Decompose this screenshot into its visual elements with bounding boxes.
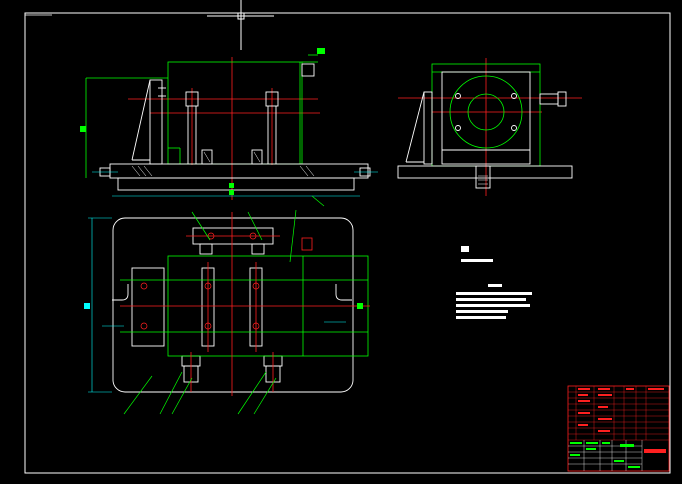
notes-heading-bar (488, 284, 502, 287)
notes-line (456, 292, 532, 295)
top-view-marker (84, 303, 90, 309)
leader-lines (123, 195, 325, 415)
front-view-marker (229, 190, 234, 195)
notes-line (456, 316, 506, 319)
notes-line (456, 298, 526, 301)
top-view-marker (357, 303, 363, 309)
title-block (567, 385, 670, 472)
notes-block (456, 246, 532, 319)
notes-line (456, 304, 530, 307)
title-block-label-bar (644, 449, 666, 453)
front-view-marker (80, 126, 86, 132)
sheet-border (24, 12, 671, 474)
front-view (80, 48, 378, 200)
notes-subtitle-bar (461, 259, 493, 262)
front-view-marker (317, 48, 325, 54)
notes-line (456, 310, 508, 313)
top-view (84, 195, 370, 415)
notes-title-marker (461, 246, 469, 252)
ucs-crosshair-icon[interactable] (207, 0, 274, 50)
side-view (397, 58, 582, 196)
front-view-marker (229, 183, 234, 188)
